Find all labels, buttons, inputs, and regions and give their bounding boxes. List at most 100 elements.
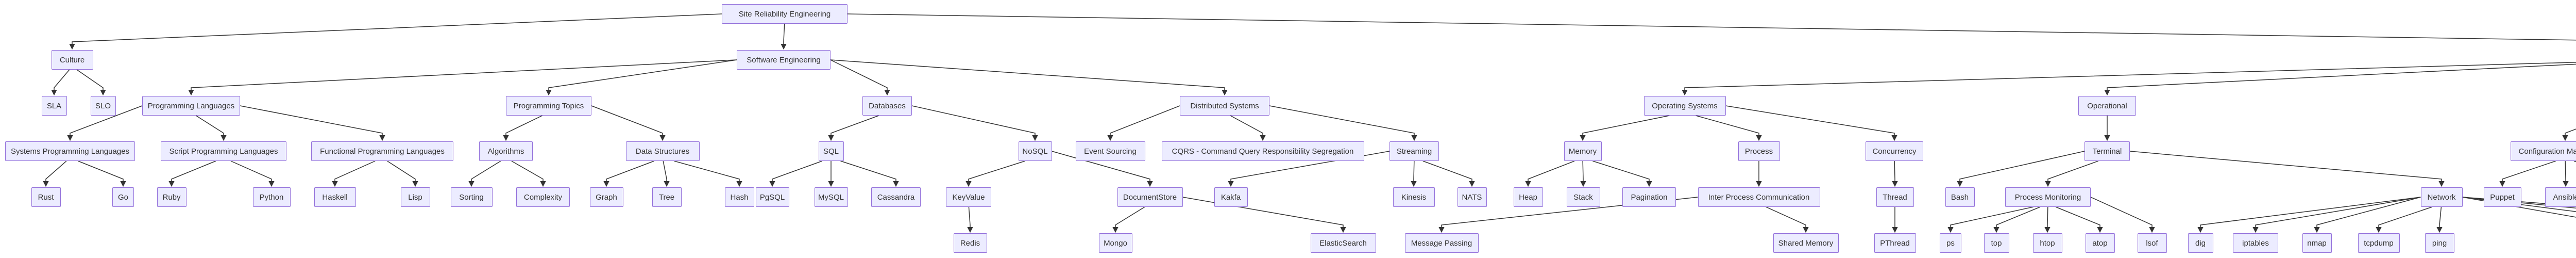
edge-data-structures-hash	[674, 160, 742, 187]
node-htop: htop	[2032, 233, 2062, 253]
edge-functional-programming-languages-haskell	[332, 160, 376, 187]
node-label: Data Structures	[635, 147, 690, 156]
node-dig: dig	[2188, 233, 2213, 253]
node-distributed-systems: Distributed Systems	[1180, 96, 1269, 116]
node-stack: Stack	[1566, 187, 1600, 207]
node-label: htop	[2040, 238, 2055, 248]
node-label: Python	[259, 192, 284, 202]
node-label: ping	[2432, 238, 2447, 248]
node-mysql: MySQL	[814, 187, 848, 207]
node-label: Thread	[1883, 192, 1907, 202]
node-top: top	[1984, 233, 2009, 253]
edge-distributed-systems-cqrs	[1230, 115, 1266, 141]
node-label: Hash	[730, 192, 749, 202]
node-nosql: NoSQL	[1018, 141, 1052, 161]
node-keyvalue: KeyValue	[946, 187, 991, 207]
node-software-engineering: Software Engineering	[737, 50, 831, 70]
node-label: Go	[117, 192, 128, 202]
node-label: dig	[2195, 238, 2206, 248]
node-label: Ruby	[162, 192, 181, 202]
edge-memory-pagination	[1592, 160, 1652, 187]
node-label: Sorting	[459, 192, 484, 202]
edge-process-monitoring-ps	[1947, 206, 2033, 233]
node-programming-languages: Programming Languages	[142, 96, 240, 116]
edge-memory-heap	[1525, 160, 1575, 187]
node-sorting: Sorting	[450, 187, 493, 207]
node-label: Configuration Management	[2518, 147, 2576, 156]
node-label: atop	[2092, 238, 2108, 248]
edge-sre-operations	[847, 13, 2576, 41]
node-concurrency: Concurrency	[1866, 141, 1923, 161]
edge-operating-systems-memory	[1580, 115, 1670, 141]
edge-algorithms-sorting	[468, 160, 501, 187]
edge-network-nmap	[2314, 197, 2421, 233]
node-label: Tree	[658, 192, 675, 202]
node-label: NATS	[1462, 192, 1482, 202]
node-label: iptables	[2242, 238, 2269, 248]
edge-keyvalue-redis	[967, 206, 973, 233]
edge-sql-pgsql	[769, 160, 823, 187]
edge-network-dig	[2197, 197, 2421, 233]
node-memory: Memory	[1564, 141, 1602, 161]
edge-culture-sla	[51, 69, 70, 96]
node-label: Event Sourcing	[1084, 147, 1137, 156]
node-tree: Tree	[652, 187, 682, 207]
node-label: top	[1991, 238, 2002, 248]
node-label: Stack	[1573, 192, 1593, 202]
edge-network-tcpdump	[2376, 206, 2432, 233]
edge-process-monitoring-top	[1993, 206, 2041, 233]
edge-software-engineering-distributed-systems	[830, 59, 1228, 96]
node-event-sourcing: Event Sourcing	[1075, 141, 1145, 161]
node-lsof: lsof	[2137, 233, 2167, 253]
node-kakfa: Kakfa	[1214, 187, 1248, 207]
node-go: Go	[112, 187, 134, 207]
node-label: Complexity	[523, 192, 563, 202]
edge-network-traceroute	[2462, 197, 2576, 212]
edge-programming-topics-data-structures	[591, 105, 666, 141]
node-label: Site Reliability Engineering	[738, 9, 831, 19]
node-label: Bash	[1951, 192, 1969, 202]
node-ruby: Ruby	[157, 187, 187, 207]
node-label: Programming Languages	[147, 101, 235, 110]
node-systems-programming-languages: Systems Programming Languages	[5, 141, 135, 161]
edge-operations-operational	[2104, 63, 2576, 96]
node-sla: SLA	[41, 96, 67, 116]
node-label: Operating Systems	[1652, 101, 1718, 110]
node-iptables: iptables	[2233, 233, 2278, 253]
node-label: Lisp	[408, 192, 422, 202]
node-label: Puppet	[2490, 192, 2515, 202]
edge-inter-process-communication-shared-memory	[1766, 206, 1809, 233]
node-inter-process-communication: Inter Process Communication	[1698, 187, 1820, 207]
node-label: Terminal	[2092, 147, 2122, 156]
edge-algorithms-complexity	[511, 160, 546, 187]
node-nmap: nmap	[2302, 233, 2332, 253]
node-sre: Site Reliability Engineering	[722, 4, 848, 24]
node-mongo: Mongo	[1098, 233, 1132, 253]
node-label: Memory	[1568, 147, 1597, 156]
edge-functional-programming-languages-lisp	[387, 160, 418, 187]
node-databases: Databases	[862, 96, 912, 116]
edge-programming-topics-algorithms	[503, 115, 543, 141]
edge-process-monitoring-atop	[2055, 206, 2103, 233]
node-label: Redis	[960, 238, 980, 248]
edge-culture-slo	[76, 69, 106, 96]
node-slo: SLO	[90, 96, 116, 116]
node-label: Streaming	[1396, 147, 1432, 156]
node-heap: Heap	[1513, 187, 1543, 207]
node-hash: Hash	[724, 187, 754, 207]
node-pgsql: PgSQL	[755, 187, 789, 207]
node-ps: ps	[1940, 233, 1961, 253]
edge-network-ping	[2436, 206, 2443, 233]
node-label: SLO	[95, 101, 111, 110]
edge-distributed-systems-streaming	[1269, 105, 1417, 141]
node-rust: Rust	[31, 187, 61, 207]
node-label: Concurrency	[1872, 147, 1917, 156]
node-label: Network	[2427, 192, 2456, 202]
node-label: Graph	[596, 192, 617, 202]
node-streaming: Streaming	[1389, 141, 1439, 161]
node-label: Databases	[869, 101, 906, 110]
edge-systems-programming-languages-rust	[43, 160, 67, 187]
edge-systems-programming-languages-go	[78, 160, 126, 187]
